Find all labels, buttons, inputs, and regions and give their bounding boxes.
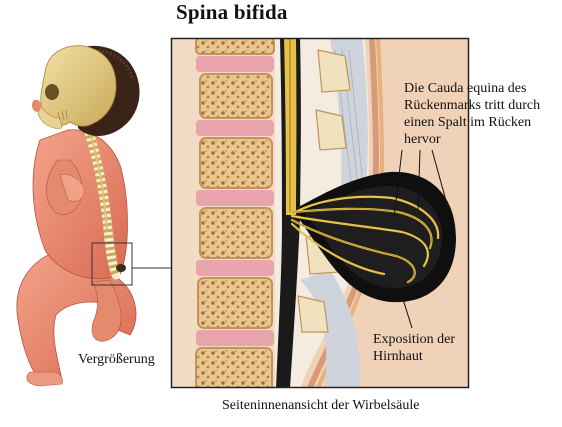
label-exposition: Exposition der Hirnhaut [373, 331, 455, 365]
zoom-box [91, 242, 133, 286]
detail-panel-frame [170, 37, 470, 389]
label-exposition-line1: Exposition der [373, 332, 456, 347]
page-title: Spina bifida [176, 0, 288, 24]
spine-cross-section [171, 38, 469, 388]
label-cauda-equina: Die Cauda equina des Rückenmarks tritt d… [404, 81, 541, 147]
label-zoom: Vergrößerung [78, 352, 155, 367]
label-exposition-line2: Hirnhaut [373, 349, 423, 364]
figure-caption: Seiteninnenansicht der Wirbelsäule [222, 398, 420, 413]
leader-lines [393, 149, 451, 329]
infant-figure [16, 45, 140, 387]
